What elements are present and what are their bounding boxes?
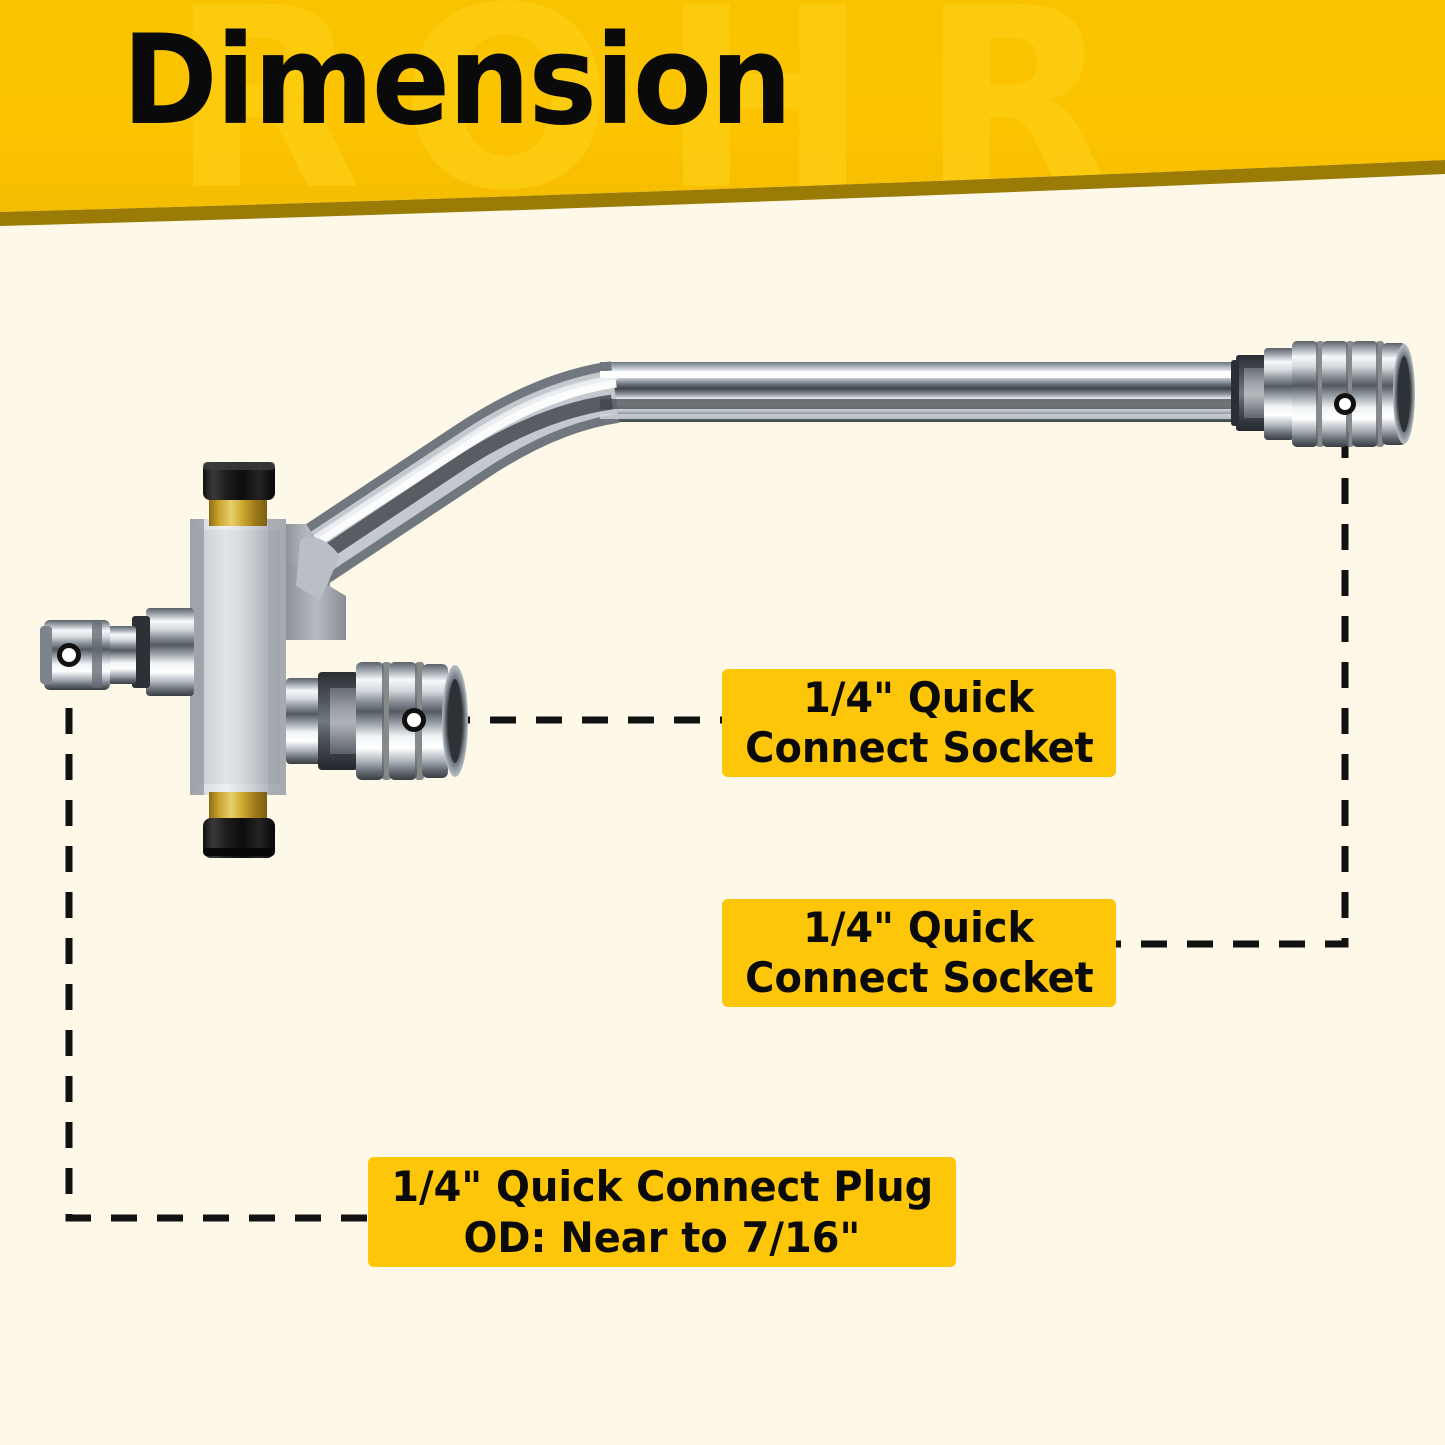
svg-text:H: H xyxy=(660,0,881,230)
callout-socket-body-line-2: Connect Socket xyxy=(744,723,1094,772)
header-banner-shape: R O H R xyxy=(0,0,1445,230)
lance-tube-core-shadow xyxy=(600,399,1260,409)
lance-tube-highlight-bottom xyxy=(600,414,1260,419)
top-black-cap xyxy=(203,462,275,500)
callout-plug-line-2: OD: Near to 7/16" xyxy=(463,1213,861,1262)
plug-hex xyxy=(132,616,150,688)
page-title: Dimension xyxy=(122,9,792,153)
lance-tube-quick-connect-socket xyxy=(1264,341,1415,447)
banner-background xyxy=(0,0,1445,212)
callout-socket-tube-line-2: Connect Socket xyxy=(744,953,1094,1002)
top-thumb-cap xyxy=(203,462,275,526)
bottom-thumb-cap xyxy=(203,792,275,858)
valve-body-texture xyxy=(196,530,280,784)
callout-socket-body-line-1: 1/4" Quick xyxy=(803,673,1035,722)
banner-bottom-edge xyxy=(0,160,1445,226)
valve-body-quick-connect-socket xyxy=(286,662,468,780)
valve-body-block xyxy=(190,519,346,795)
callout-socket-tube-line-1: 1/4" Quick xyxy=(803,903,1035,952)
callout-socket-body[interactable]: 1/4" Quick Connect Socket xyxy=(722,669,1116,777)
callout-socket-tube[interactable]: 1/4" Quick Connect Socket xyxy=(722,899,1116,1007)
callout-plug-line-1: 1/4" Quick Connect Plug xyxy=(391,1162,933,1211)
plug-collar xyxy=(146,608,194,696)
bent-lance-tube xyxy=(278,361,1260,594)
lance-tube-diagonal-highlight xyxy=(296,376,617,557)
lance-tube-diagonal-highlight-2 xyxy=(304,374,619,546)
lance-tube-diagonal-core-shadow xyxy=(283,394,614,585)
inlet-quick-connect-plug xyxy=(40,608,194,696)
svg-text:O: O xyxy=(400,0,625,230)
svg-text:R: R xyxy=(170,0,375,230)
header-banner: R O H R Dimension xyxy=(0,0,1445,230)
lance-tube-highlight-top xyxy=(600,371,1260,378)
callout-plug[interactable]: 1/4" Quick Connect Plug OD: Near to 7/16… xyxy=(368,1157,956,1267)
lance-tube-hex-nut xyxy=(1231,355,1268,431)
